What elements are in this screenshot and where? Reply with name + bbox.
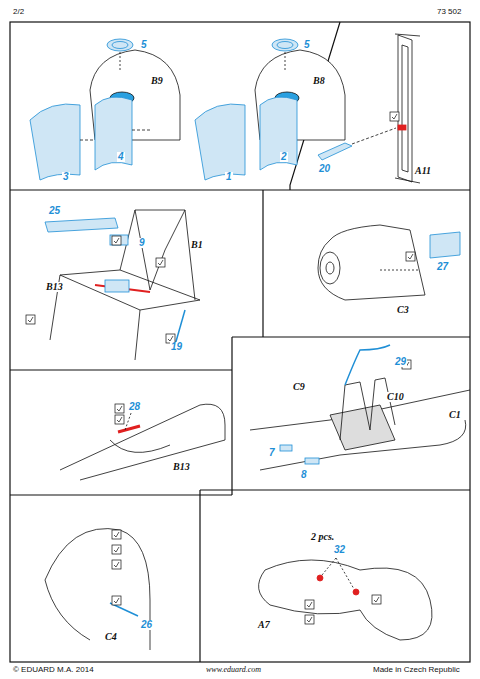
- callout-number: 32: [333, 545, 346, 555]
- footer-text: 2/2: [12, 8, 25, 16]
- part-name: B13: [172, 462, 191, 472]
- part-name: C4: [104, 632, 118, 642]
- footer-text: www.eduard.com: [205, 666, 262, 674]
- callout-number: 2: [280, 152, 288, 162]
- part-name: A11: [414, 166, 432, 176]
- footer-text: Made in Czech Republic: [372, 666, 461, 674]
- part-name: 2 pcs.: [310, 532, 335, 542]
- callout-number: 5: [140, 40, 148, 50]
- part-name: C9: [292, 382, 306, 392]
- callout-number: 27: [436, 262, 449, 272]
- footer-text: © EDUARD M.A. 2014: [12, 666, 95, 674]
- part-name: C3: [396, 305, 410, 315]
- callout-number: 19: [170, 342, 183, 352]
- callout-number: 9: [138, 238, 146, 248]
- part-name: B9: [150, 76, 164, 86]
- callout-number: 5: [303, 40, 311, 50]
- callout-number: 26: [140, 620, 153, 630]
- part-name: C10: [386, 392, 405, 402]
- part-name: B13: [45, 282, 64, 292]
- part-name: B8: [312, 76, 326, 86]
- callout-number: 20: [318, 164, 331, 174]
- callout-number: 8: [300, 470, 308, 480]
- part-name: A7: [257, 620, 271, 630]
- callout-number: 25: [48, 206, 61, 216]
- callout-number: 3: [62, 172, 70, 182]
- callout-number: 1: [225, 172, 233, 182]
- callout-number: 4: [117, 152, 125, 162]
- part-name: B1: [190, 240, 204, 250]
- callout-number: 7: [268, 448, 276, 458]
- part-name: C1: [448, 410, 462, 420]
- callout-number: 28: [128, 402, 141, 412]
- footer-text: 73 502: [436, 8, 462, 16]
- callout-number: 29: [394, 357, 407, 367]
